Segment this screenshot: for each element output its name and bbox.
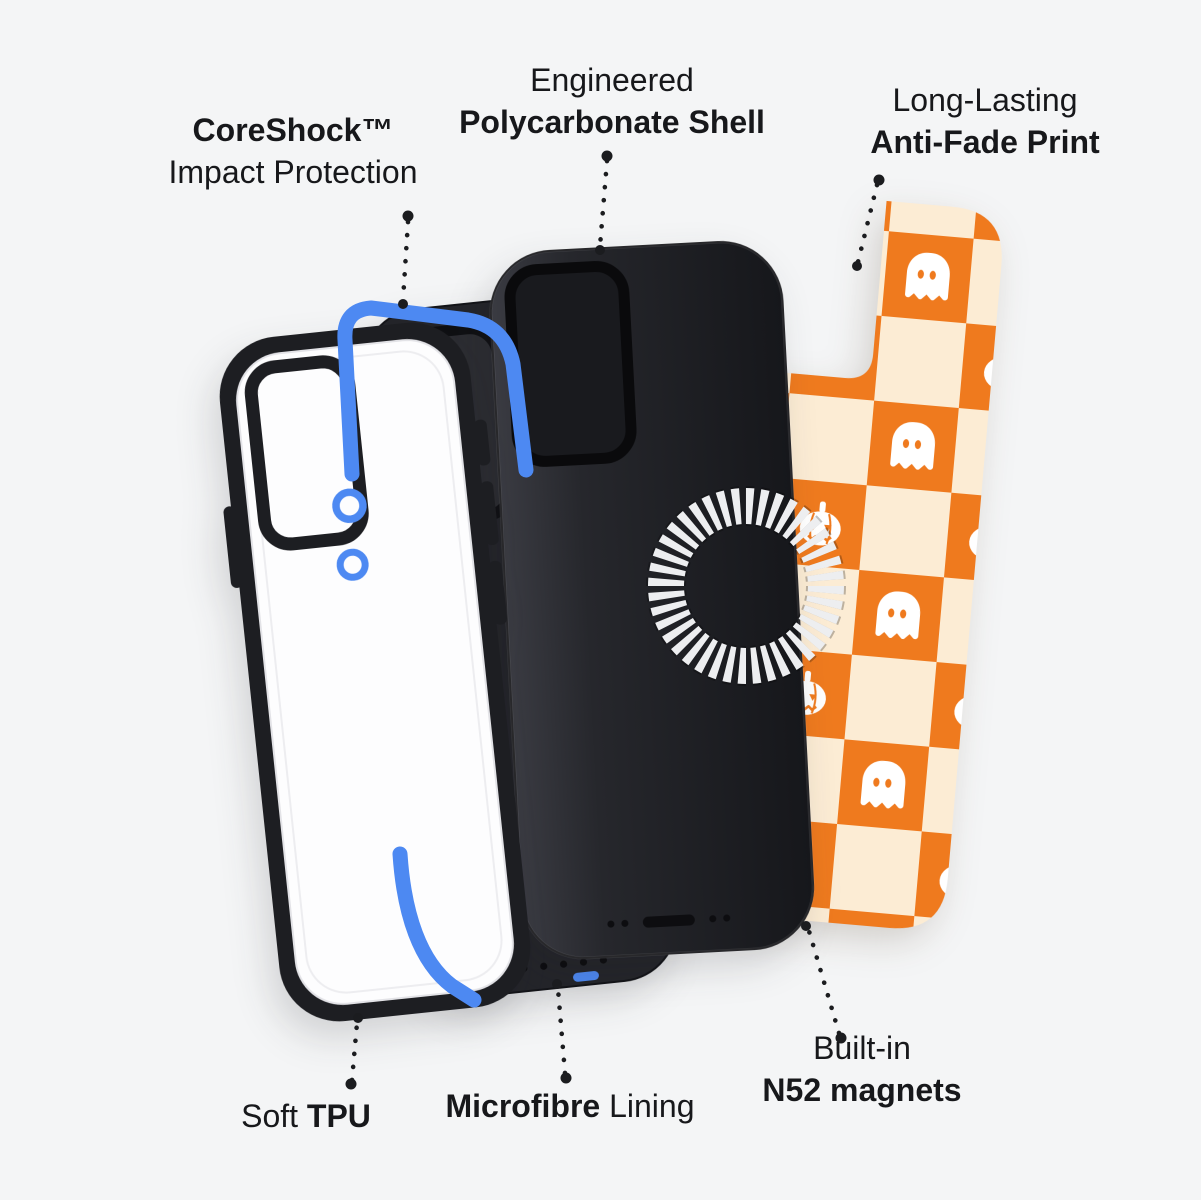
- leader-tpu: [345, 1013, 363, 1090]
- label-polycarbonate-shell: Engineered Polycarbonate Shell: [459, 60, 765, 143]
- label-magnets-line1: Built-in: [813, 1030, 911, 1066]
- speaker-holes-icon: [607, 914, 731, 928]
- volume-button: [223, 506, 243, 588]
- label-coreshock-line1: CoreShock™: [192, 112, 394, 148]
- label-coreshock-line2: Impact Protection: [168, 153, 418, 190]
- label-soft-tpu: Soft TPU: [241, 1096, 371, 1138]
- label-magnets-line2: N52 magnets: [762, 1071, 962, 1108]
- coreshock-bottom-rail: [392, 846, 482, 1008]
- label-anti-fade-print: Long-Lasting Anti-Fade Print: [870, 80, 1099, 163]
- leader-shell: [595, 150, 613, 255]
- label-print-line1: Long-Lasting: [892, 82, 1078, 118]
- leader-print: [852, 174, 885, 271]
- label-micro-bold: Microfibre: [445, 1088, 601, 1124]
- blue-lens-ring-icon: [332, 488, 367, 524]
- leader-coreshock: [398, 210, 414, 309]
- blue-lens-ring-icon: [336, 548, 369, 581]
- leader-microfibre: [552, 979, 572, 1084]
- coreshock-top-rail: [337, 300, 534, 482]
- label-coreshock: CoreShock™ Impact Protection: [169, 110, 418, 193]
- label-shell-line2: Polycarbonate Shell: [459, 103, 765, 140]
- leader-lines: [345, 150, 885, 1090]
- label-tpu-regular: Soft: [241, 1098, 307, 1134]
- coreshock-rails: [337, 300, 534, 1008]
- port-slot-icon: [642, 914, 695, 928]
- leader-magnets: [801, 921, 847, 1044]
- side-buttons: [473, 419, 508, 625]
- label-microfibre-lining: Microfibre Lining: [446, 1086, 695, 1128]
- label-print-line2: Anti-Fade Print: [870, 123, 1100, 160]
- label-micro-regular: Lining: [600, 1088, 695, 1124]
- blue-bottom-accent: [573, 971, 599, 982]
- label-tpu-bold: TPU: [306, 1098, 371, 1134]
- label-shell-line1: Engineered: [530, 62, 694, 98]
- label-n52-magnets: Built-in N52 magnets: [762, 1028, 961, 1111]
- magsafe-ring-icon: [646, 486, 846, 686]
